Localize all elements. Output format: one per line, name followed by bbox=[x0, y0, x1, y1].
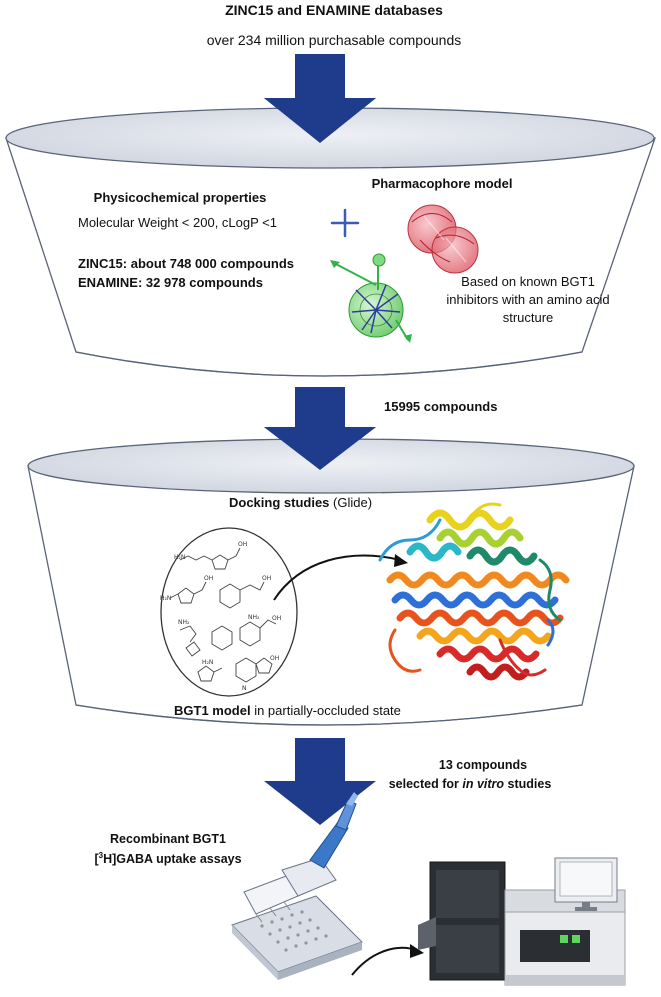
svg-text:NH₂: NH₂ bbox=[178, 619, 190, 626]
svg-text:H₂N: H₂N bbox=[160, 595, 171, 602]
arrow3-label-selected: selected for bbox=[388, 777, 459, 791]
assay-isotope: 3 bbox=[98, 851, 104, 860]
model-caption: BGT1 model in partially-occluded state bbox=[174, 703, 401, 718]
pharmacophore-line-2: inhibitors with an amino acid bbox=[446, 292, 610, 307]
pharmacophore-line-3: structure bbox=[502, 310, 554, 325]
svg-text:OH: OH bbox=[238, 541, 247, 548]
pharmacophore-vector-icon bbox=[330, 253, 412, 343]
docking-title: Docking studies bbox=[229, 495, 330, 510]
pharmacophore-line-1: Based on known BGT1 bbox=[461, 274, 595, 289]
header-title: ZINC15 and ENAMINE databases bbox=[225, 2, 443, 18]
svg-text:OH: OH bbox=[262, 575, 271, 582]
svg-text:OH: OH bbox=[272, 615, 281, 622]
funnel-stage-1 bbox=[5, 107, 656, 377]
compound-library-ellipse: H₂N OH H₂N OH OH NH₂ OH NH₂ H₂N OH N bbox=[160, 527, 298, 697]
arrow3-label-invitro: in vitro bbox=[462, 777, 505, 791]
arrow-head-2 bbox=[264, 427, 376, 470]
enamine-count: ENAMINE: 32 978 compounds bbox=[78, 275, 263, 290]
arrow3-label-studies: studies bbox=[507, 777, 552, 791]
assay-bracket: [ bbox=[94, 852, 99, 867]
arrow-down-3 bbox=[264, 738, 376, 825]
docking-title-line: Docking studies (Glide) bbox=[229, 495, 372, 510]
assay-curved-arrow bbox=[351, 944, 424, 976]
plus-icon bbox=[330, 208, 360, 238]
properties-filter: Molecular Weight < 200, cLogP <1 bbox=[78, 215, 277, 230]
arrow-head-1 bbox=[264, 98, 376, 143]
svg-text:H₂N: H₂N bbox=[202, 659, 213, 666]
arrow2-label: 15995 compounds bbox=[384, 399, 498, 414]
zinc-count: ZINC15: about 748 000 compounds bbox=[78, 256, 294, 271]
protein-structure-icon bbox=[378, 502, 570, 681]
docking-tool: (Glide) bbox=[333, 495, 373, 510]
model-title: BGT1 model bbox=[174, 703, 251, 718]
svg-text:OH: OH bbox=[204, 575, 213, 582]
svg-text:NH₂: NH₂ bbox=[248, 614, 260, 621]
assay-line-2: [3H]GABA uptake assays bbox=[94, 851, 241, 866]
properties-title: Physicochemical properties bbox=[93, 190, 267, 205]
assay-line-1: Recombinant BGT1 bbox=[110, 832, 226, 846]
header-subtitle: over 234 million purchasable compounds bbox=[206, 32, 462, 48]
assay-gaba: H]GABA uptake assays bbox=[103, 852, 242, 867]
svg-text:H₂N: H₂N bbox=[174, 554, 185, 561]
pipette-icon bbox=[231, 792, 363, 980]
pharmacophore-sphere-icon bbox=[407, 204, 479, 274]
arrow3-label-line-1: 13 compounds bbox=[438, 758, 528, 772]
svg-text:OH: OH bbox=[270, 655, 279, 662]
plate-reader-icon bbox=[418, 857, 626, 986]
model-state: in partially-occluded state bbox=[254, 703, 401, 718]
svg-text:N: N bbox=[242, 685, 247, 692]
pharmacophore-title: Pharmacophore model bbox=[371, 176, 513, 191]
arrow3-label-line-2: selected for in vitro studies bbox=[389, 777, 552, 791]
